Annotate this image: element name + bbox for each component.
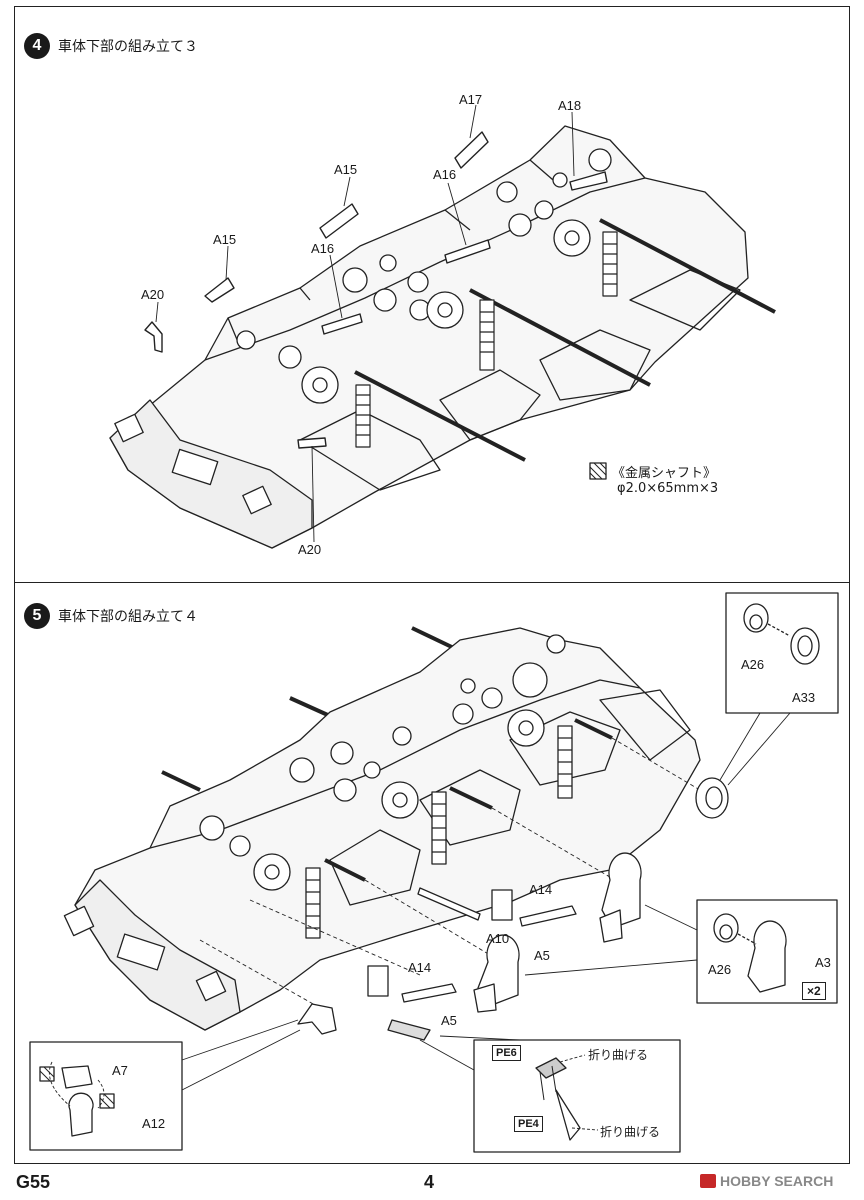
label-a12: A12	[142, 1116, 166, 1131]
label-a20-top: A20	[141, 287, 165, 302]
label-a16-top: A16	[433, 167, 457, 182]
label-a26-right: A26	[708, 962, 732, 977]
label-a7: A7	[112, 1063, 128, 1078]
label-a10: A10	[486, 931, 510, 946]
label-a15-left: A15	[213, 232, 237, 247]
watermark-text: HOBBY SEARCH	[720, 1173, 834, 1189]
hatch-icon-a7	[39, 1066, 55, 1082]
pe4-tag: PE4	[514, 1116, 543, 1132]
label-a33: A33	[792, 690, 816, 705]
metal-shaft-spec: φ2.0×65mm×3	[617, 481, 719, 496]
hatch-icon-a12	[99, 1093, 115, 1109]
label-a18: A18	[558, 98, 582, 113]
label-a5-lower: A5	[441, 1013, 457, 1028]
label-a14-lower: A14	[408, 960, 432, 975]
label-a5-upper: A5	[534, 948, 550, 963]
step-5-title: 車体下部の組み立て４	[58, 609, 198, 625]
step-5-number: 5	[24, 603, 50, 629]
bend-note-lower: 折り曲げる	[600, 1125, 661, 1139]
label-a15-top: A15	[334, 162, 358, 177]
step-5-header: 5 車体下部の組み立て４	[24, 603, 198, 629]
label-a16-mid: A16	[311, 241, 335, 256]
page-frame	[14, 6, 850, 1164]
quantity-multiplier: ×2	[802, 982, 826, 1000]
label-a14-upper: A14	[529, 882, 553, 897]
step-4-title: 車体下部の組み立て３	[58, 39, 198, 55]
step-4-header: 4 車体下部の組み立て３	[24, 33, 198, 59]
label-a20-bottom: A20	[298, 542, 322, 557]
label-a26-top: A26	[741, 657, 765, 672]
metal-part-hatch-icon	[589, 462, 607, 480]
product-code: G55	[16, 1172, 51, 1192]
page-number: 4	[424, 1172, 435, 1192]
watermark: HOBBY SEARCH	[700, 1173, 833, 1189]
watermark-logo-icon	[700, 1174, 716, 1188]
metal-shaft-title: 《金属シャフト》	[612, 466, 717, 481]
bend-note-upper: 折り曲げる	[588, 1048, 649, 1062]
pe6-tag: PE6	[492, 1045, 521, 1061]
label-a3: A3	[815, 955, 831, 970]
step-divider	[14, 582, 850, 583]
label-a17: A17	[459, 92, 483, 107]
step-4-hull-diagram	[109, 104, 776, 549]
step-4-number: 4	[24, 33, 50, 59]
